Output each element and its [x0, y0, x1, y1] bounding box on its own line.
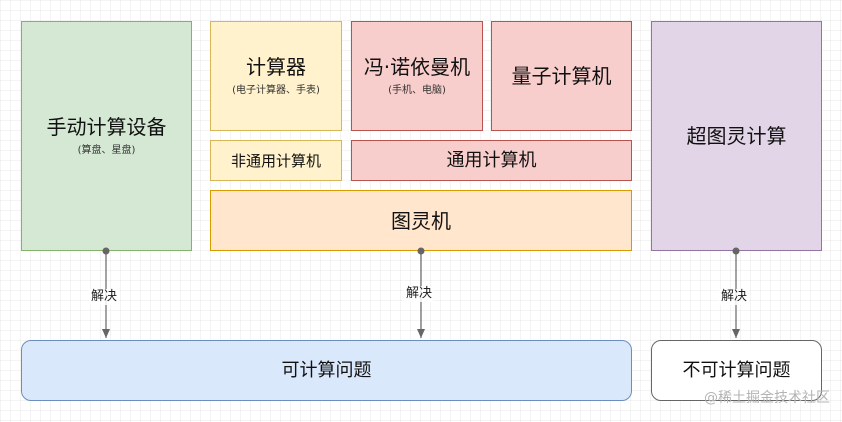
- node-subtitle: (手机、电脑): [388, 85, 446, 96]
- non-general-computer-node[interactable]: 非通用计算机: [210, 140, 342, 181]
- edge-label: 解决: [404, 286, 435, 302]
- general-computer-node[interactable]: 通用计算机: [351, 140, 632, 181]
- computable-problems-node[interactable]: 可计算问题: [21, 340, 632, 401]
- node-title: 通用计算机: [446, 149, 537, 171]
- node-title: 图灵机: [391, 208, 451, 233]
- turing-machine-node[interactable]: 图灵机: [210, 190, 632, 251]
- node-title: 冯·诺依曼机: [363, 55, 471, 79]
- watermark: @稀土掘金技术社区: [704, 390, 830, 406]
- node-title: 量子计算机: [511, 64, 612, 88]
- node-title: 手动计算设备: [46, 115, 167, 139]
- node-title: 不可计算问题: [682, 359, 791, 381]
- node-title: 可计算问题: [281, 359, 372, 381]
- quantum-computer-node[interactable]: 量子计算机: [491, 21, 632, 131]
- node-subtitle: (算盘、星盘): [77, 145, 136, 156]
- node-title: 超图灵计算: [686, 124, 787, 148]
- edge-label: 解决: [89, 289, 120, 305]
- node-subtitle: (电子计算器、手表): [232, 85, 320, 96]
- node-title: 非通用计算机: [230, 151, 321, 170]
- manual-computing-device-node[interactable]: 手动计算设备 (算盘、星盘): [21, 21, 192, 251]
- hypercomputation-node[interactable]: 超图灵计算: [651, 21, 822, 251]
- non-computable-problems-node[interactable]: 不可计算问题: [651, 340, 822, 401]
- calculator-node[interactable]: 计算器 (电子计算器、手表): [210, 21, 342, 131]
- edge-label: 解决: [719, 289, 750, 305]
- von-neumann-machine-node[interactable]: 冯·诺依曼机 (手机、电脑): [351, 21, 483, 131]
- node-title: 计算器: [246, 55, 306, 79]
